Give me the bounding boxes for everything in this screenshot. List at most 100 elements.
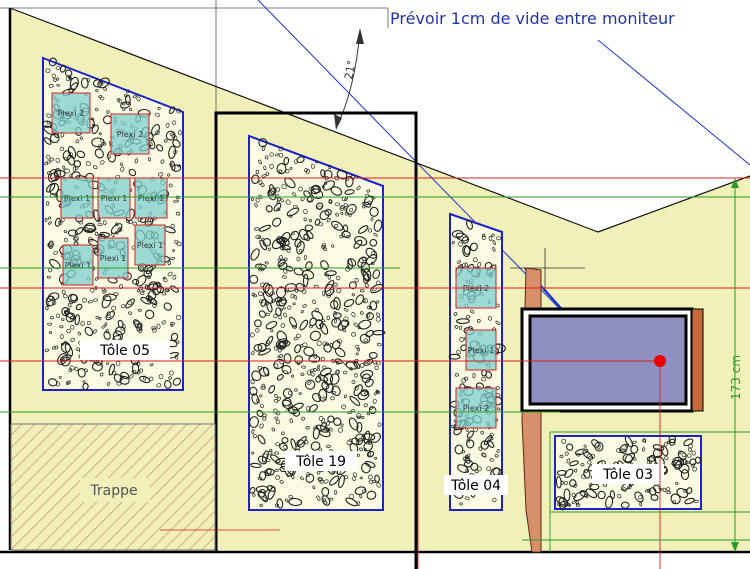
hold bbox=[249, 332, 255, 338]
hold bbox=[275, 153, 280, 157]
plexi-box bbox=[60, 177, 94, 219]
hold bbox=[65, 381, 70, 385]
hold bbox=[693, 499, 699, 503]
dimension-label: 173 cm bbox=[729, 355, 743, 400]
hold bbox=[126, 219, 130, 224]
hold bbox=[59, 146, 65, 152]
hold bbox=[156, 323, 161, 330]
hold bbox=[56, 77, 60, 81]
hold bbox=[290, 293, 295, 299]
hold bbox=[455, 232, 469, 242]
hold bbox=[98, 144, 102, 149]
hold bbox=[101, 295, 112, 309]
hold bbox=[258, 310, 267, 318]
hold bbox=[489, 458, 494, 462]
hold bbox=[295, 282, 305, 292]
hold bbox=[488, 235, 493, 241]
hold bbox=[53, 169, 66, 178]
hold bbox=[296, 439, 305, 448]
hold bbox=[367, 313, 371, 318]
hold bbox=[97, 218, 101, 223]
hold bbox=[250, 197, 254, 202]
hold bbox=[335, 212, 339, 217]
hold bbox=[318, 416, 324, 421]
hold bbox=[278, 152, 284, 158]
hold bbox=[88, 227, 93, 233]
hold bbox=[132, 94, 138, 99]
hold bbox=[307, 370, 312, 376]
hold bbox=[476, 318, 481, 323]
hold bbox=[324, 208, 332, 216]
hold bbox=[368, 351, 378, 359]
hold bbox=[342, 327, 346, 333]
hold bbox=[287, 404, 292, 408]
hold bbox=[367, 228, 373, 233]
hold bbox=[125, 298, 135, 309]
hold bbox=[80, 320, 85, 327]
hold bbox=[339, 206, 345, 211]
hold bbox=[167, 260, 172, 266]
hold bbox=[323, 343, 332, 353]
hold bbox=[357, 501, 361, 506]
hold bbox=[98, 132, 102, 136]
hold bbox=[102, 293, 117, 302]
hold bbox=[325, 444, 331, 448]
hold bbox=[320, 260, 329, 271]
hold bbox=[594, 441, 604, 452]
hold bbox=[161, 320, 166, 325]
hold bbox=[97, 77, 110, 89]
hold bbox=[454, 325, 459, 329]
hold bbox=[265, 205, 273, 213]
arrow-line bbox=[257, 0, 601, 351]
hold bbox=[137, 308, 142, 312]
hold bbox=[47, 243, 51, 248]
hold bbox=[274, 469, 279, 472]
hold bbox=[281, 231, 291, 243]
hold bbox=[323, 169, 333, 179]
hold bbox=[94, 148, 104, 159]
hold bbox=[91, 137, 105, 148]
hold bbox=[359, 476, 363, 480]
hold bbox=[339, 234, 344, 239]
hold bbox=[304, 440, 309, 445]
hold bbox=[129, 374, 134, 379]
hold bbox=[580, 474, 586, 480]
hold bbox=[275, 338, 289, 348]
hold bbox=[494, 453, 499, 458]
hold bbox=[342, 224, 349, 232]
hold bbox=[41, 120, 53, 128]
hold bbox=[282, 275, 287, 279]
hold bbox=[566, 458, 571, 464]
hold bbox=[371, 261, 375, 266]
hold bbox=[162, 276, 166, 280]
hold bbox=[259, 282, 265, 287]
hold bbox=[291, 324, 298, 329]
hold bbox=[139, 265, 145, 271]
hold bbox=[329, 475, 340, 486]
hold bbox=[69, 365, 75, 371]
hold bbox=[356, 413, 362, 419]
hold bbox=[174, 354, 179, 360]
hold bbox=[168, 145, 177, 159]
hold bbox=[48, 84, 54, 88]
hold bbox=[645, 489, 650, 493]
hold bbox=[373, 232, 378, 237]
hold bbox=[69, 324, 75, 330]
hold bbox=[171, 134, 176, 138]
hold bbox=[52, 78, 57, 82]
hold bbox=[464, 496, 470, 501]
plexi-box bbox=[62, 244, 94, 286]
hold bbox=[472, 373, 476, 379]
hold bbox=[343, 207, 347, 211]
hold bbox=[294, 355, 304, 365]
hold bbox=[106, 110, 110, 114]
hold bbox=[276, 286, 287, 299]
hold bbox=[258, 138, 268, 148]
hold bbox=[470, 462, 479, 471]
hold bbox=[156, 285, 165, 294]
hold bbox=[363, 338, 368, 343]
hold bbox=[170, 223, 175, 229]
hold bbox=[176, 108, 182, 114]
hold bbox=[369, 206, 379, 217]
hold bbox=[321, 243, 326, 248]
